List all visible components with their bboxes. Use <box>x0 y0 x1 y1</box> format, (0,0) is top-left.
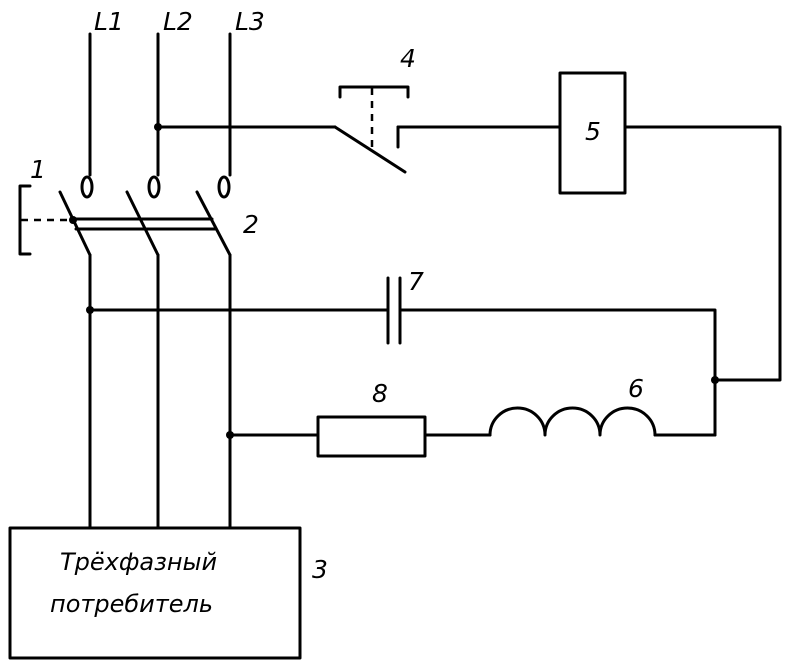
phase-label-l1: L1 <box>94 7 124 36</box>
label-7: 7 <box>408 267 424 296</box>
wire-capacitor-to-right <box>398 308 717 437</box>
breaker-2 <box>58 190 232 257</box>
contact-l1 <box>80 175 94 199</box>
supply-wires <box>88 32 232 177</box>
wire-relay-to-node <box>623 125 782 382</box>
breaker-contacts <box>80 175 231 199</box>
capacitor-7 <box>386 276 402 345</box>
handle-node <box>69 216 77 224</box>
breaker-blade-l2 <box>125 190 160 257</box>
inductor-6 <box>488 406 657 437</box>
load-wires <box>88 253 232 530</box>
breaker-handle-1 <box>18 184 77 256</box>
button-contact <box>333 125 407 174</box>
consumer-3 <box>8 526 302 660</box>
contact-l2 <box>147 175 161 199</box>
phase-label-l2: L2 <box>163 7 193 36</box>
contact-l3 <box>217 175 231 199</box>
label-8: 8 <box>372 379 388 408</box>
label-6: 6 <box>628 374 644 403</box>
consumer-line-2: потребитель <box>50 590 213 618</box>
label-2: 2 <box>243 210 259 239</box>
button-cap <box>338 85 410 99</box>
label-5: 5 <box>585 117 601 146</box>
breaker-blade-l3 <box>195 190 232 257</box>
relay-5 <box>558 71 627 195</box>
label-4: 4 <box>400 44 416 73</box>
breaker-blade-l1 <box>58 190 92 257</box>
resistor-8 <box>316 415 427 458</box>
label-3: 3 <box>312 555 328 584</box>
consumer-line-1: Трёхфазный <box>60 548 217 576</box>
label-1: 1 <box>30 155 46 184</box>
phase-label-l3: L3 <box>235 7 265 36</box>
push-button-4 <box>333 85 410 174</box>
handle-bracket <box>18 184 32 256</box>
